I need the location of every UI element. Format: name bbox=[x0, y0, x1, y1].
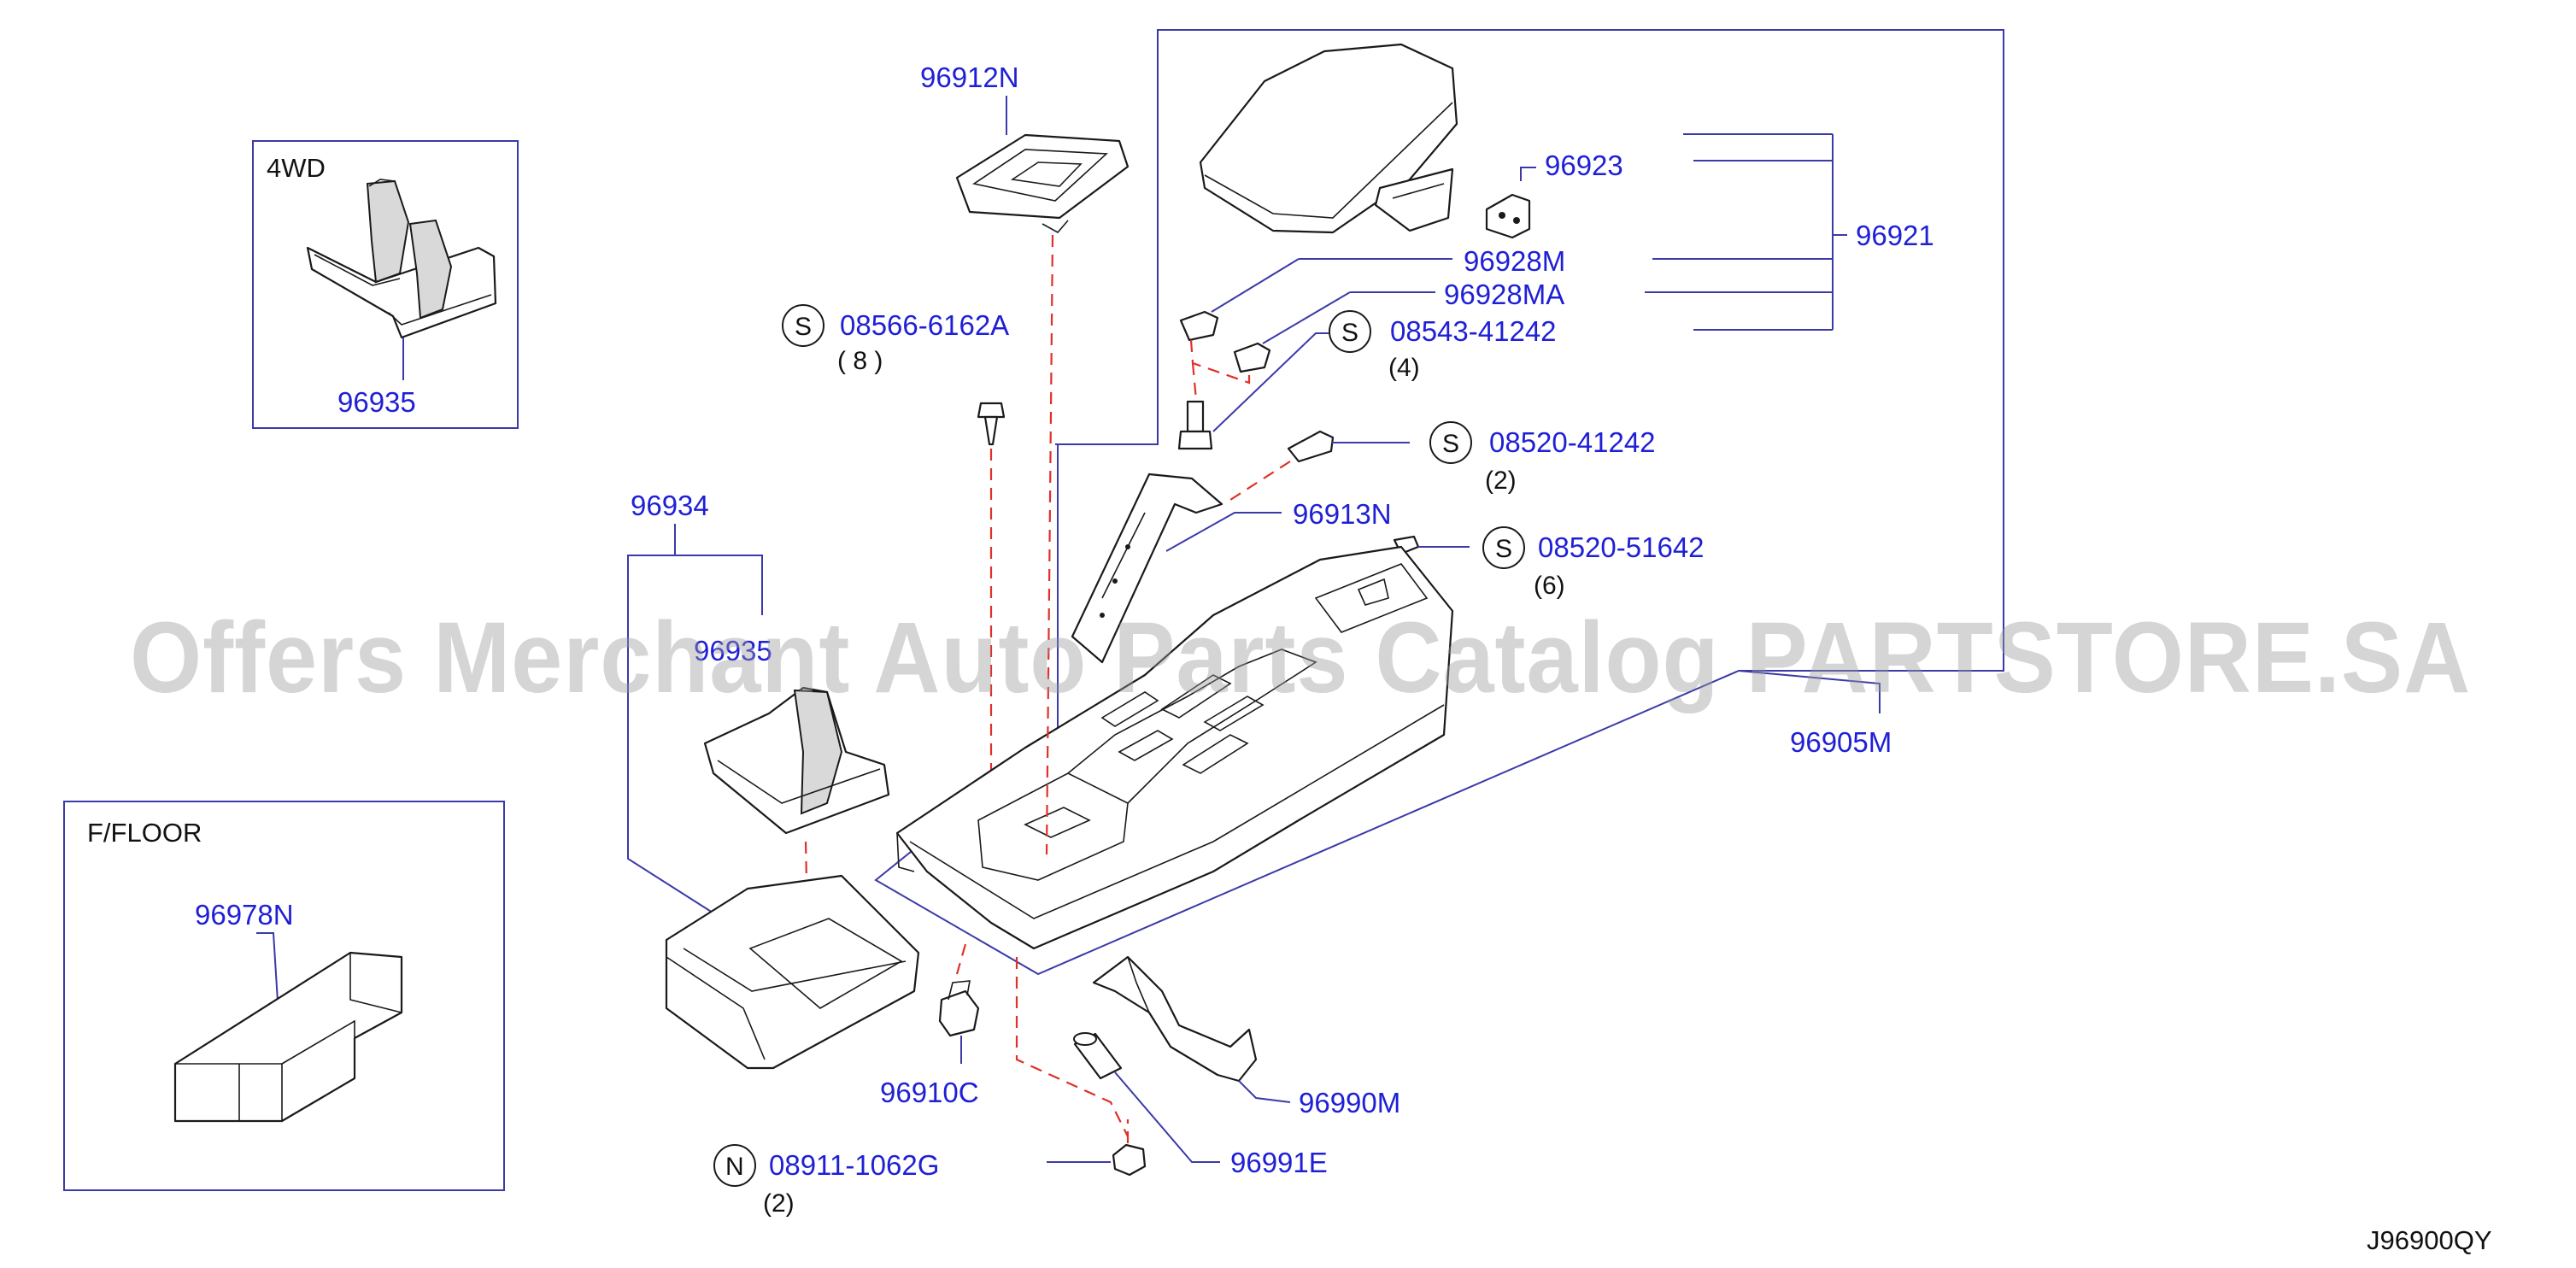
console-body bbox=[895, 545, 1454, 950]
leader-96905M bbox=[1738, 670, 1881, 713]
leader-96991E bbox=[1114, 1071, 1220, 1163]
label-96910C: 96910C bbox=[880, 1077, 979, 1108]
qty-08911: (2) bbox=[763, 1189, 795, 1218]
code-08543-41242: 08543-41242 bbox=[1390, 315, 1557, 347]
leader-96934-right bbox=[675, 555, 763, 615]
clip-guides bbox=[1189, 339, 1251, 401]
bracket-96923: 96923 bbox=[1485, 150, 1623, 239]
boot-4wd-illustration bbox=[306, 179, 497, 339]
screw-08566: S 08566-6162A ( 8 ) bbox=[782, 304, 1009, 846]
part-96905M: 96905M bbox=[874, 29, 2004, 976]
symbol-s-08520-51642: S bbox=[1495, 535, 1512, 563]
inset-4wd-title: 4WD bbox=[267, 153, 326, 183]
tray-96912N-body bbox=[955, 133, 1130, 220]
label-96905M: 96905M bbox=[1790, 726, 1892, 758]
leader-96990M bbox=[1238, 1080, 1291, 1103]
clip-96928MA: 96928MA bbox=[1233, 279, 1564, 373]
bolt-08543: S 08543-41242 (4) bbox=[1177, 310, 1557, 450]
label-96934: 96934 bbox=[631, 490, 709, 521]
symbol-n-08911: N bbox=[725, 1153, 744, 1181]
label-96978N: 96978N bbox=[195, 899, 294, 930]
qty-08520-41242: (2) bbox=[1485, 467, 1517, 495]
shift-boot-body bbox=[703, 686, 890, 835]
leader-96923 bbox=[1520, 167, 1536, 181]
part-96910C: 96910C bbox=[880, 980, 980, 1108]
label-96928MA: 96928MA bbox=[1444, 279, 1564, 310]
inset-4wd: 4WD 96935 bbox=[252, 140, 519, 429]
leader-96934-left bbox=[627, 524, 723, 919]
part-96990M: 96990M bbox=[1092, 955, 1400, 1118]
bracket-96913N-body bbox=[1071, 473, 1223, 664]
code-08520-41242: 08520-41242 bbox=[1489, 426, 1656, 458]
inset-floor-title: F/FLOOR bbox=[87, 818, 202, 848]
part-96912N: 96912N bbox=[920, 62, 1130, 234]
nut-08911: N 08911-1062G (2) bbox=[713, 1119, 1147, 1218]
diagram-code: J96900QY bbox=[2367, 1225, 2492, 1255]
label-96935-hidden: 96935 bbox=[694, 635, 772, 666]
screw-08520-51642: S 08520-51642 (6) bbox=[1393, 526, 1705, 602]
watermark: Offers Merchant Auto Parts Catalog PARTS… bbox=[130, 602, 2471, 714]
floor-block-illustration bbox=[173, 951, 403, 1123]
part-96913N: 96913N bbox=[1071, 473, 1392, 664]
label-96928M: 96928M bbox=[1464, 245, 1565, 277]
symbol-s-08566: S bbox=[795, 313, 812, 341]
symbol-s-08543: S bbox=[1341, 319, 1358, 347]
code-08911-1062G: 08911-1062G bbox=[769, 1149, 939, 1181]
inset-floor-frame bbox=[63, 801, 505, 1191]
inset-floor: F/FLOOR 96978N bbox=[63, 801, 505, 1191]
inset-4wd-frame bbox=[252, 140, 519, 429]
qty-08520-51642: (6) bbox=[1534, 572, 1565, 600]
clip-96928M: 96928M bbox=[1179, 245, 1565, 342]
part-96934: 96934 96935 bbox=[627, 490, 920, 1070]
leader-96913N bbox=[1165, 512, 1282, 552]
qty-08543: (4) bbox=[1388, 354, 1420, 382]
console-guides bbox=[955, 234, 1129, 1137]
label-96912N: 96912N bbox=[920, 62, 1019, 93]
bezel-96934-body bbox=[665, 874, 920, 1070]
code-08566-6162A: 08566-6162A bbox=[840, 309, 1009, 341]
leader-group-96921: 96921 bbox=[1645, 133, 1934, 331]
leader-96978N bbox=[256, 932, 279, 1002]
symbol-s-08520-41242: S bbox=[1442, 430, 1459, 458]
label-96923: 96923 bbox=[1545, 150, 1623, 181]
label-96921: 96921 bbox=[1856, 220, 1934, 251]
code-08520-51642: 08520-51642 bbox=[1538, 531, 1705, 563]
label-96990M: 96990M bbox=[1299, 1087, 1400, 1118]
screw-08520-41242: S 08520-41242 (2) bbox=[1229, 421, 1656, 501]
label-96991E: 96991E bbox=[1230, 1147, 1328, 1178]
label-96935: 96935 bbox=[337, 386, 416, 418]
label-96913N: 96913N bbox=[1293, 498, 1392, 530]
part-96991E: 96991E bbox=[1073, 1032, 1328, 1178]
qty-08566: ( 8 ) bbox=[837, 347, 883, 375]
armrest-lid bbox=[1199, 43, 1458, 234]
